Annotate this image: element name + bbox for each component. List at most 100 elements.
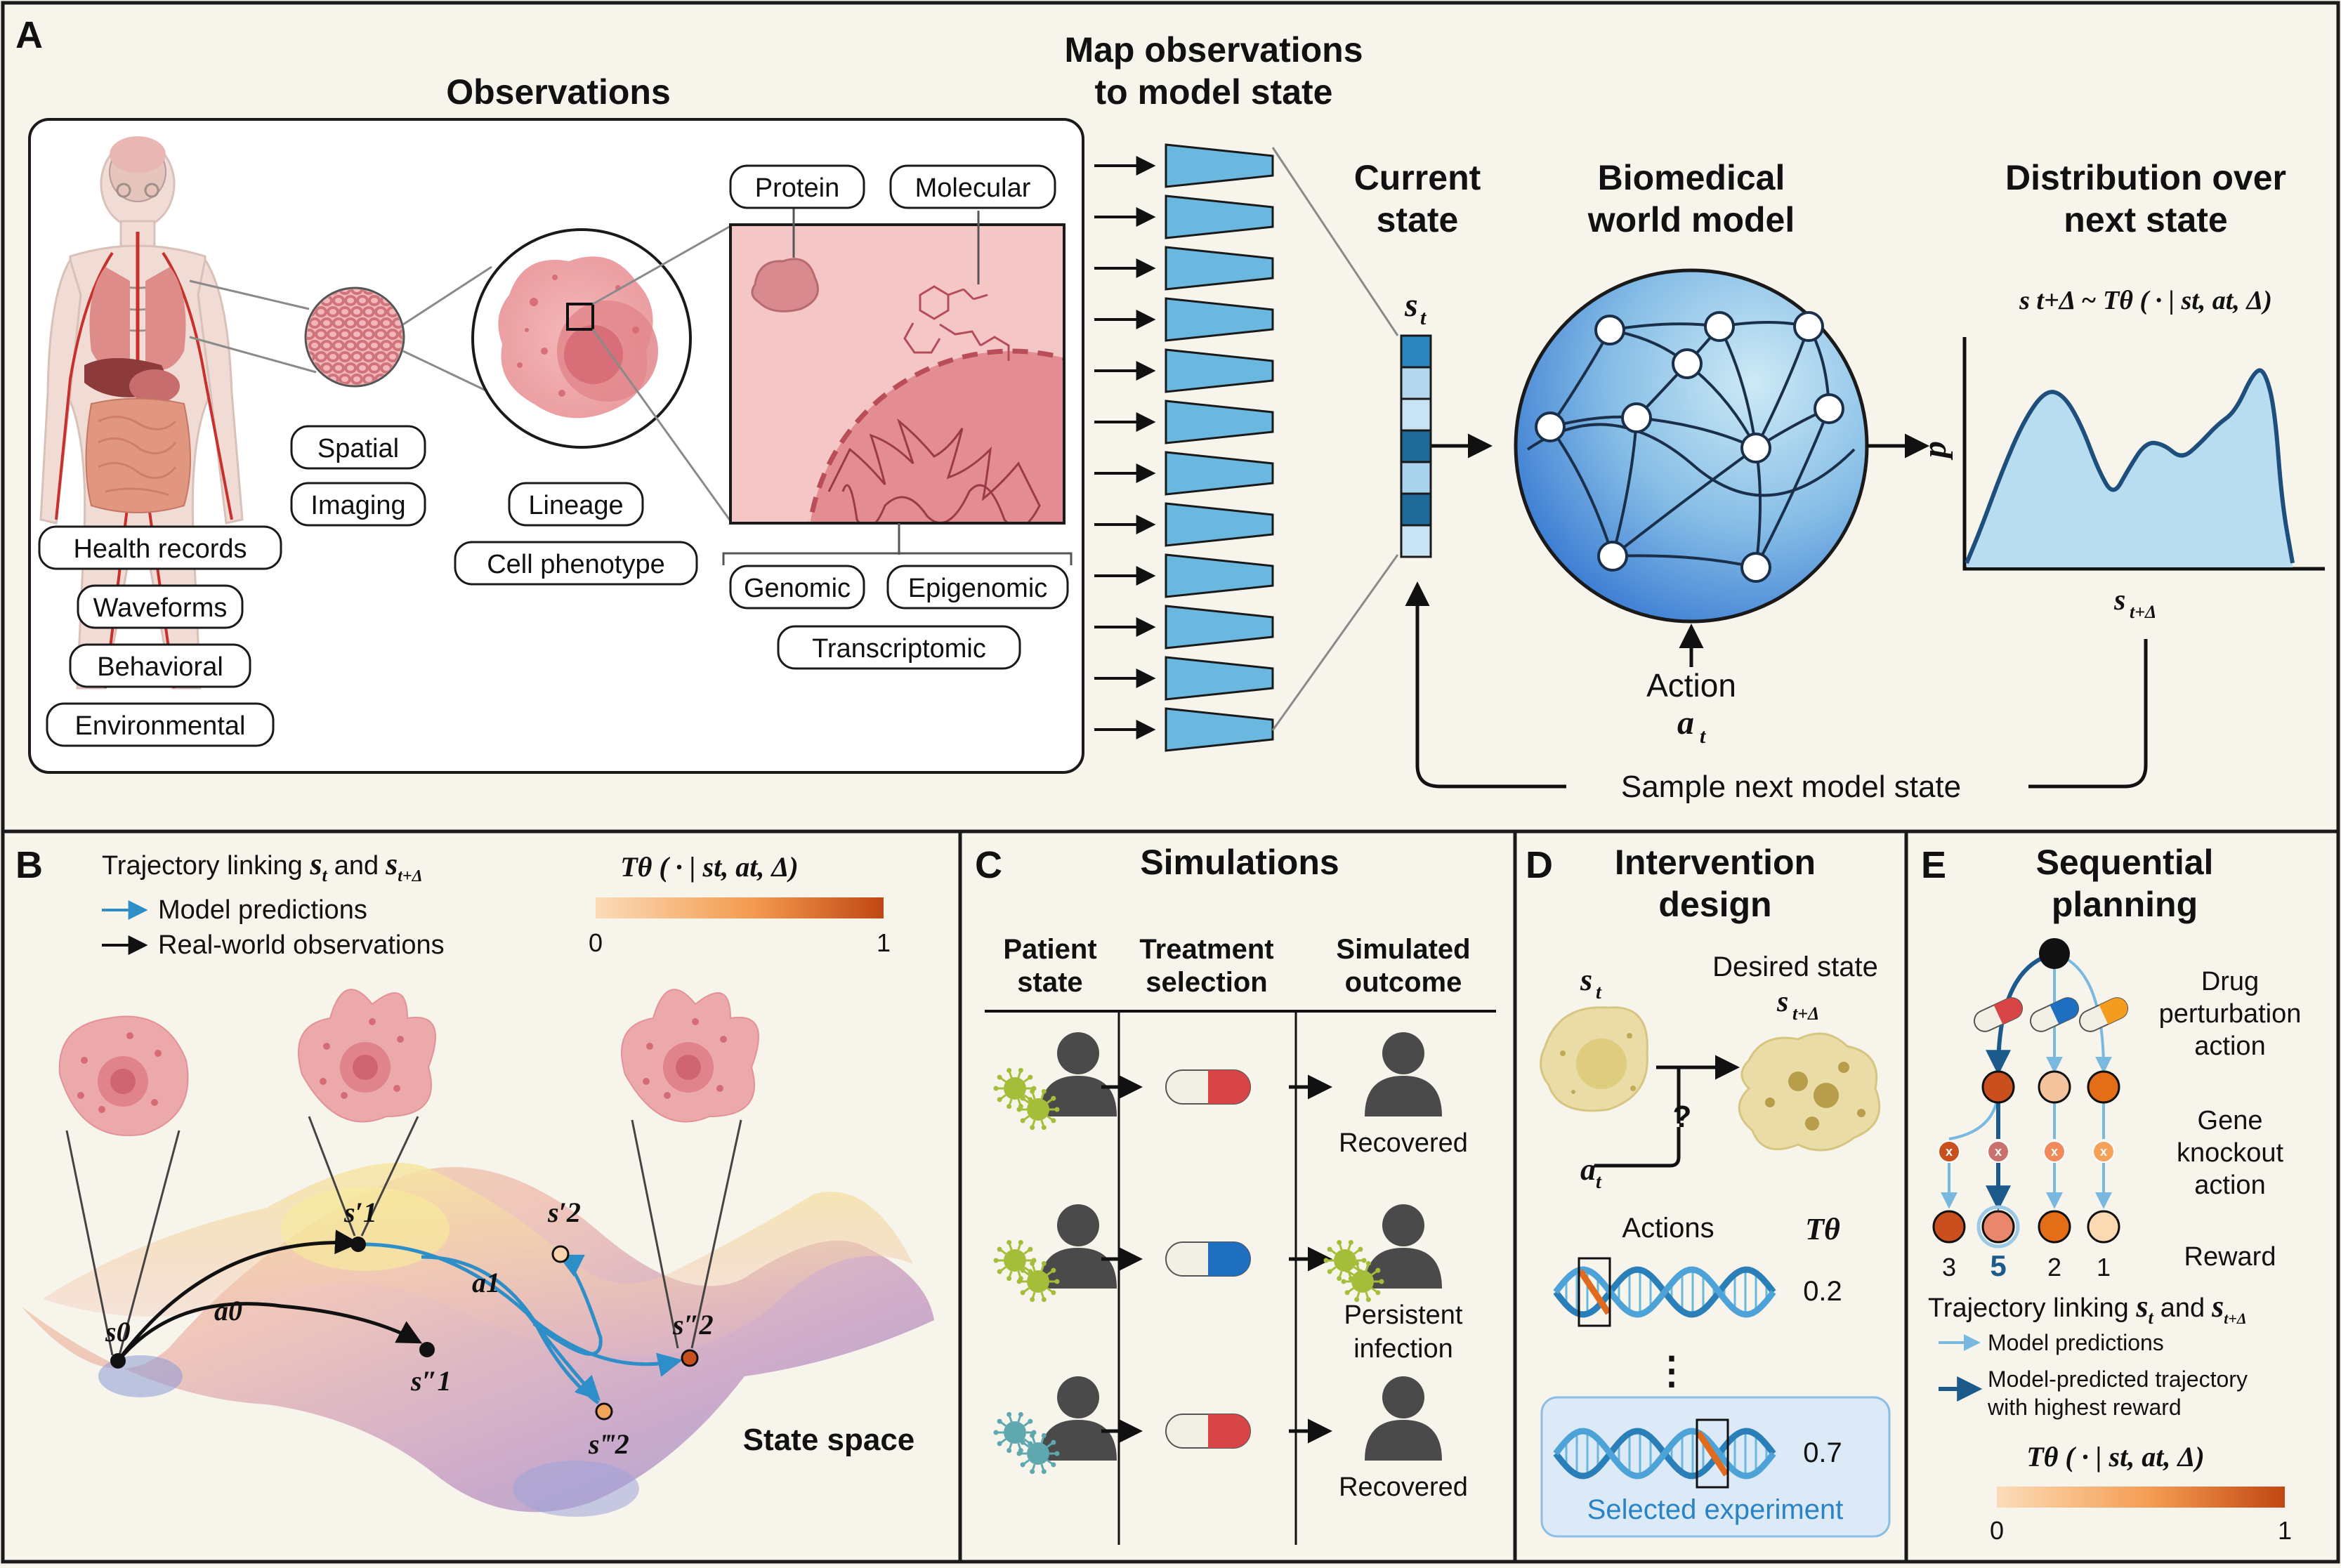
label-s2-doubleprime: s″2 bbox=[672, 1309, 714, 1340]
drug-pill-icon bbox=[1973, 997, 2024, 1032]
sample-loop-arrow bbox=[1405, 581, 1566, 789]
col-treatment-line1: Treatment bbox=[1139, 934, 1273, 965]
outcome-line2: infection bbox=[1353, 1334, 1453, 1364]
panel-d-current-cell bbox=[1540, 1006, 1648, 1112]
distribution-line2: next state bbox=[2064, 200, 2227, 239]
panel-b-letter: B bbox=[15, 844, 43, 886]
reward-value: 1 bbox=[2097, 1253, 2111, 1282]
converge-line bbox=[1271, 554, 1399, 731]
knockout-icon bbox=[2092, 1140, 2115, 1163]
cell-circle bbox=[471, 228, 692, 449]
panel-e-legend-best-line2: with highest reward bbox=[1987, 1395, 2182, 1420]
panel-e-frame bbox=[1904, 829, 2340, 1564]
encoder-trapezoid bbox=[1165, 656, 1274, 701]
encoder-trapezoid bbox=[1165, 451, 1274, 496]
panel-d-desired-cell bbox=[1738, 1032, 1881, 1152]
panel-c-headers: Patient state Treatment selection Simula… bbox=[1003, 934, 1470, 998]
state-node bbox=[2038, 1070, 2071, 1104]
reward-value: 3 bbox=[1942, 1253, 1956, 1282]
panel-d-actions-label: Actions bbox=[1622, 1213, 1714, 1244]
state-space-landscape bbox=[21, 1163, 934, 1517]
label-s1-prime: s′1 bbox=[343, 1197, 377, 1228]
drug-line1: Drug bbox=[2201, 967, 2259, 996]
state-vector-cell bbox=[1400, 429, 1432, 463]
cell-s1 bbox=[298, 989, 436, 1123]
label-a0: a0 bbox=[214, 1295, 242, 1326]
tag-human-2-label: Behavioral bbox=[97, 652, 223, 682]
panel-e-legend-model: Model predictions bbox=[1988, 1330, 2164, 1355]
outcome-line1: Recovered bbox=[1339, 1473, 1468, 1502]
tag-omics-1-label: Epigenomic bbox=[908, 574, 1048, 603]
state-vector-cell bbox=[1400, 492, 1432, 527]
simulation-row: Recovered bbox=[993, 1032, 1468, 1158]
label-s2-tripleprime: s‴2 bbox=[588, 1428, 629, 1460]
zoom-line bbox=[189, 336, 317, 374]
col-outcome-line2: outcome bbox=[1345, 967, 1462, 998]
map-title-line1: Map observations bbox=[1064, 30, 1363, 70]
panel-c-title: Simulations bbox=[1140, 843, 1339, 882]
panel-d-desired-sub: t+Δ bbox=[1792, 1003, 1819, 1024]
panel-d-score-1: 0.2 bbox=[1803, 1276, 1842, 1307]
distribution-line1: Distribution over bbox=[2005, 158, 2286, 197]
observations-title: Observations bbox=[446, 72, 671, 112]
tag-human-3: Environmental bbox=[46, 702, 275, 747]
state-vector-cell bbox=[1400, 334, 1432, 369]
network-node bbox=[1740, 433, 1771, 463]
tag-human-3-label: Environmental bbox=[75, 711, 246, 741]
encoder-trapezoid bbox=[1165, 553, 1274, 598]
network-node bbox=[1621, 402, 1652, 433]
tag-zoom-0: Protein bbox=[729, 164, 865, 209]
molecular-zoom-view bbox=[722, 207, 1073, 565]
legend-real-label: Real-world observations bbox=[158, 930, 445, 960]
knockout-icon bbox=[1987, 1140, 2009, 1163]
tag-omics-2: Transcriptomic bbox=[777, 625, 1021, 670]
distribution-plot bbox=[1962, 337, 2325, 571]
panel-d-action-sub: t bbox=[1596, 1171, 1602, 1193]
panel-d-action-line bbox=[1594, 1127, 1681, 1168]
panel-e-colorbar-max: 1 bbox=[2278, 1516, 2292, 1545]
network-node bbox=[1597, 541, 1628, 572]
tag-zoom-1: Molecular bbox=[889, 164, 1056, 209]
cell-s2 bbox=[621, 989, 759, 1123]
drug-pill-icon bbox=[2029, 997, 2080, 1032]
encoder-trapezoid bbox=[1165, 143, 1274, 188]
reward-value: 5 bbox=[1990, 1249, 2006, 1282]
sample-next-state-label: Sample next model state bbox=[1621, 770, 1961, 804]
panel-d-score-2: 0.7 bbox=[1803, 1437, 1842, 1468]
panel-d-action-symbol: a bbox=[1580, 1152, 1596, 1187]
tag-omics-0: Genomic bbox=[729, 565, 865, 610]
p-axis-label: p bbox=[1916, 441, 1953, 461]
encoder-trapezoid bbox=[1165, 348, 1274, 393]
state-space-label: State space bbox=[743, 1423, 915, 1457]
panel-d-desired-label: Desired state bbox=[1712, 951, 1878, 982]
panel-a-letter: A bbox=[15, 14, 43, 56]
tag-cell-1-label: Cell phenotype bbox=[487, 550, 665, 579]
network-node bbox=[1740, 552, 1771, 583]
gene-line3: action bbox=[2194, 1171, 2265, 1200]
panel-b-cells bbox=[58, 989, 759, 1356]
outcome-line1: Recovered bbox=[1339, 1128, 1468, 1158]
label-s2-prime: s′2 bbox=[547, 1197, 581, 1228]
simulation-row: Recovered bbox=[993, 1376, 1468, 1502]
gene-line2: knockout bbox=[2177, 1138, 2284, 1168]
current-state-line1: Current bbox=[1354, 158, 1481, 197]
panel-d-ellipsis: ⋮ bbox=[1653, 1350, 1691, 1392]
panel-b-colorbar-max: 1 bbox=[877, 928, 891, 957]
action-subscript: t bbox=[1700, 725, 1707, 748]
dna-action-1 bbox=[1553, 1257, 1776, 1327]
cell-projection-line bbox=[631, 1119, 679, 1349]
current-state-line2: state bbox=[1377, 200, 1459, 239]
panel-b-colorbar-title: Tθ ( · | st, at, Δ) bbox=[620, 851, 799, 883]
reward-node bbox=[1981, 1210, 2015, 1244]
tag-human-1: Waveforms bbox=[77, 584, 244, 629]
panel-e-title-line1: Sequential bbox=[2036, 843, 2214, 882]
tag-omics-0-label: Genomic bbox=[744, 574, 851, 603]
state-subscript: t bbox=[1420, 306, 1427, 329]
encoder-stack bbox=[1094, 143, 1274, 752]
panel-e-title-line2: planning bbox=[2052, 885, 2198, 924]
state-node bbox=[2087, 1070, 2120, 1104]
reward-node bbox=[2087, 1210, 2120, 1244]
x-axis-subscript: t+Δ bbox=[2130, 602, 2156, 622]
